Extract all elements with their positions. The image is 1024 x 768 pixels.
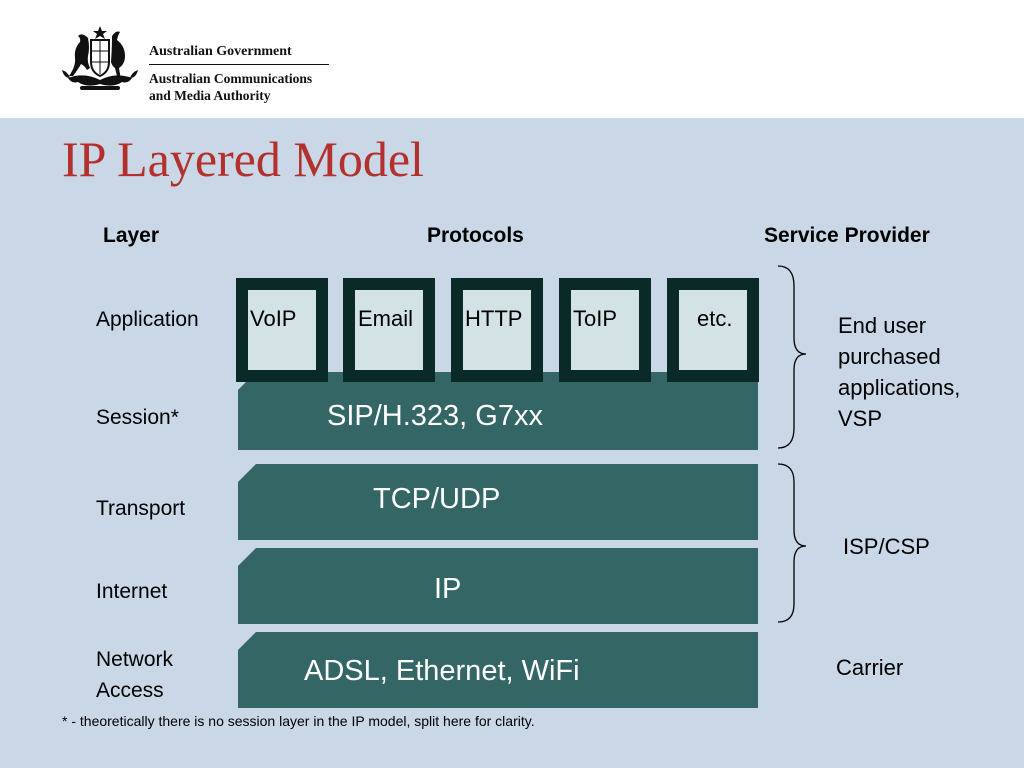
protocol-session: SIP/H.323, G7xx: [327, 400, 543, 432]
app-label-toip: ToIP: [573, 306, 618, 331]
layer-label-text: Network: [96, 648, 174, 671]
grouping-braces: [777, 265, 807, 623]
protocol-internet: IP: [434, 573, 462, 605]
layer-bar-internet: [238, 548, 758, 624]
brace-transport-internet: [777, 463, 807, 623]
app-box-voip: [236, 278, 328, 382]
provider-text: Carrier: [836, 655, 904, 680]
app-label-http: HTTP: [465, 306, 523, 331]
provider-text: applications,: [838, 375, 961, 400]
layer-bar-network-access: [238, 632, 758, 708]
protocol-network-access: ADSL, Ethernet, WiFi: [304, 655, 580, 687]
footnote: * - theoretically there is no session la…: [62, 713, 535, 729]
layer-label-text: Session*: [96, 406, 179, 429]
app-label-etc: etc.: [697, 306, 733, 331]
layer-label-transport: Transport: [96, 493, 185, 524]
layer-label-text: Access: [96, 679, 164, 702]
agency-line-2: and Media Authority: [149, 88, 271, 103]
column-heading-protocols: Protocols: [427, 224, 524, 247]
agency-line-1: Australian Communications: [149, 71, 313, 86]
layer-label-internet: Internet: [96, 576, 167, 607]
provider-text: purchased: [838, 344, 941, 369]
agency-name: Australian Communications and Media Auth…: [149, 70, 312, 104]
layer-label-text: Transport: [96, 497, 186, 520]
app-box-toip: [559, 278, 651, 382]
provider-network-access: Carrier: [836, 652, 903, 683]
layer-label-network-access: Network Access: [96, 644, 173, 706]
brace-application-session: [777, 265, 807, 449]
slide-title: IP Layered Model: [62, 131, 424, 187]
app-box-etc: [667, 278, 759, 382]
header-divider: [149, 64, 329, 65]
layer-label-session: Session*: [96, 402, 179, 433]
layer-bar-transport: [238, 464, 758, 540]
protocol-transport: TCP/UDP: [373, 483, 501, 515]
app-label-email: Email: [358, 306, 414, 331]
column-heading-service-provider: Service Provider: [764, 224, 930, 247]
column-heading-layer: Layer: [103, 224, 160, 247]
layer-bar-session: [238, 372, 758, 450]
provider-text: VSP: [838, 406, 883, 431]
app-label-voip: VoIP: [250, 306, 297, 331]
app-box-email: [343, 278, 435, 382]
app-box-http: [451, 278, 543, 382]
layer-label-application: Application: [96, 304, 199, 335]
provider-text: ISP/CSP: [843, 534, 930, 559]
layer-label-text: Internet: [96, 580, 168, 603]
provider-text: End user: [838, 313, 927, 338]
provider-application-session: End user purchased applications, VSP: [838, 310, 960, 434]
layer-label-text: Application: [96, 308, 199, 331]
coat-of-arms-icon: [62, 26, 138, 90]
provider-transport-internet: ISP/CSP: [843, 531, 930, 562]
header-banner: Australian Government Australian Communi…: [0, 0, 1024, 118]
government-name: Australian Government: [149, 44, 292, 59]
